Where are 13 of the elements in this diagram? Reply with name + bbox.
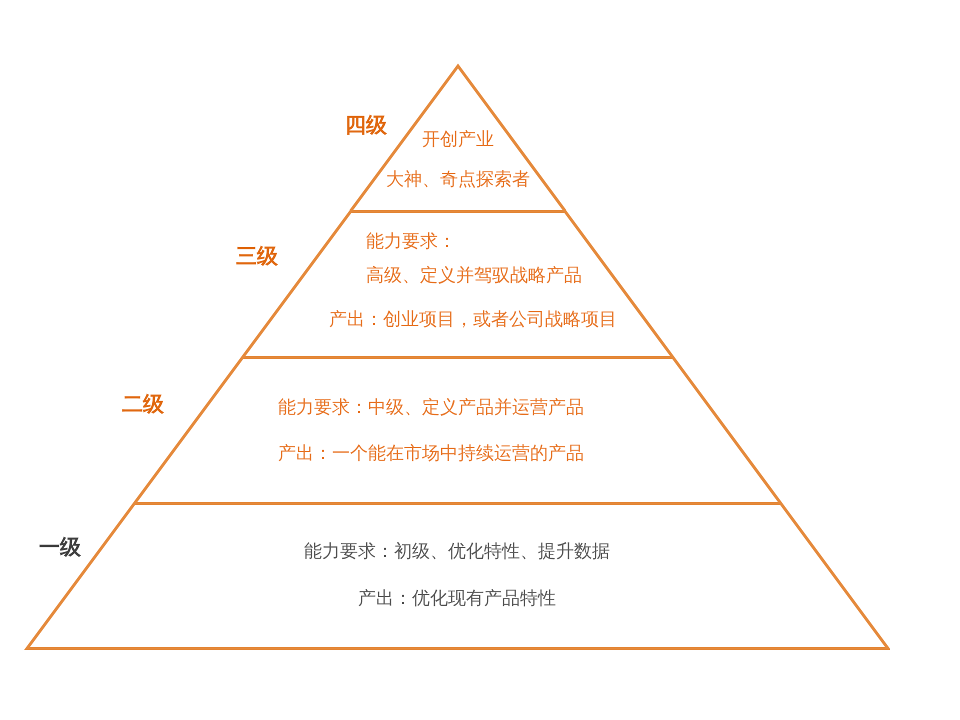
- band-text: 大神、奇点探索者: [386, 169, 530, 191]
- band-text: 能力要求：中级、定义产品并运营产品: [278, 397, 584, 419]
- level-heading: 二级: [122, 392, 164, 416]
- band-text: 能力要求：: [366, 231, 456, 253]
- band-text: 开创产业: [422, 129, 494, 151]
- level-heading: 四级: [345, 113, 387, 137]
- level-heading: 三级: [236, 244, 278, 268]
- level-heading: 一级: [39, 535, 81, 559]
- band-text: 高级、定义并驾驭战略产品: [366, 265, 582, 287]
- band-text: 产出：优化现有产品特性: [358, 588, 556, 610]
- band-text: 产出：一个能在市场中持续运营的产品: [278, 443, 584, 465]
- band-text: 产出：创业项目，或者公司战略项目: [329, 309, 617, 331]
- band-text: 能力要求：初级、优化特性、提升数据: [304, 541, 610, 563]
